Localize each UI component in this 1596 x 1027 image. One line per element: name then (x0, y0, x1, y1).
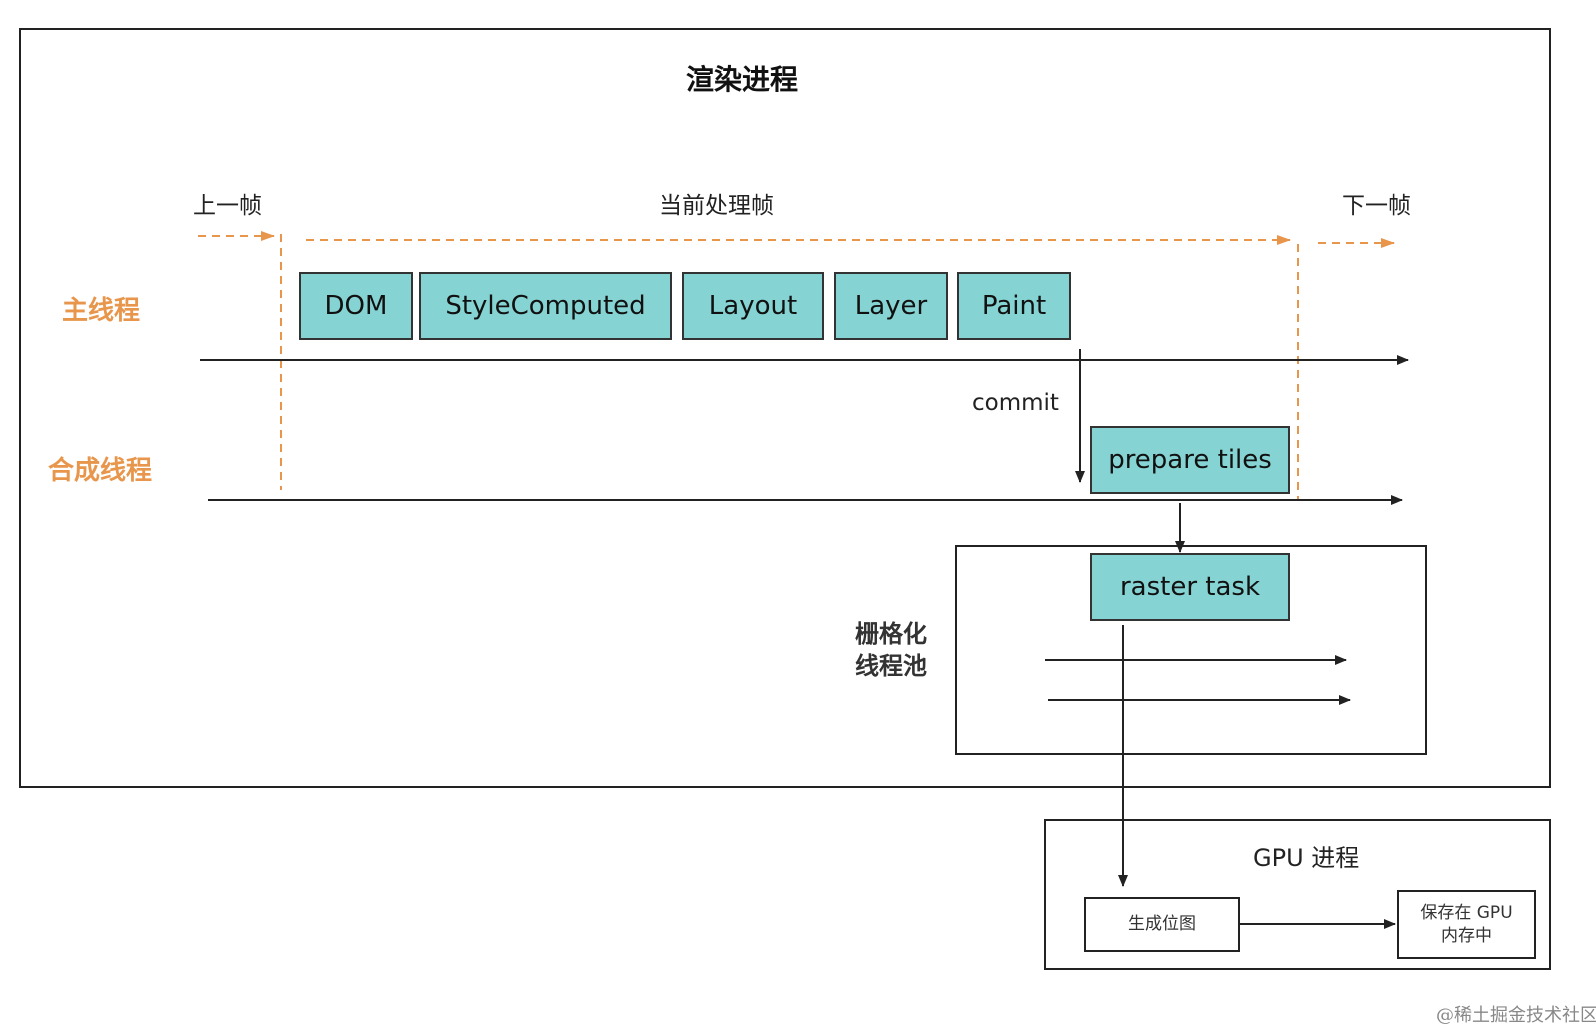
raster-pool-label: 栅格化 线程池 (855, 620, 927, 681)
current-frame-label: 当前处理帧 (659, 193, 774, 219)
stage-raster-task: raster task (1090, 553, 1290, 621)
watermark: @稀土掘金技术社区 (1436, 1005, 1596, 1026)
stage-layer: Layer (834, 272, 948, 340)
stage-dom: DOM (299, 272, 413, 340)
stage-style-computed: StyleComputed (419, 272, 672, 340)
stage-layout: Layout (682, 272, 824, 340)
gpu-process-box (1044, 819, 1551, 970)
page-title: 渲染进程 (686, 63, 799, 96)
store-gpu-memory-box: 保存在 GPU 内存中 (1397, 890, 1536, 959)
raster-pool-box (955, 545, 1427, 755)
prev-frame-label: 上一帧 (193, 193, 262, 219)
commit-label: commit (972, 390, 1059, 416)
gpu-process-title: GPU 进程 (1253, 844, 1360, 872)
generate-bitmap-box: 生成位图 (1084, 897, 1240, 952)
stage-prepare-tiles: prepare tiles (1090, 426, 1290, 494)
compositor-thread-label: 合成线程 (48, 456, 153, 486)
main-thread-label: 主线程 (62, 296, 141, 326)
next-frame-label: 下一帧 (1342, 193, 1411, 219)
stage-paint: Paint (957, 272, 1071, 340)
render-process-box (19, 28, 1551, 788)
